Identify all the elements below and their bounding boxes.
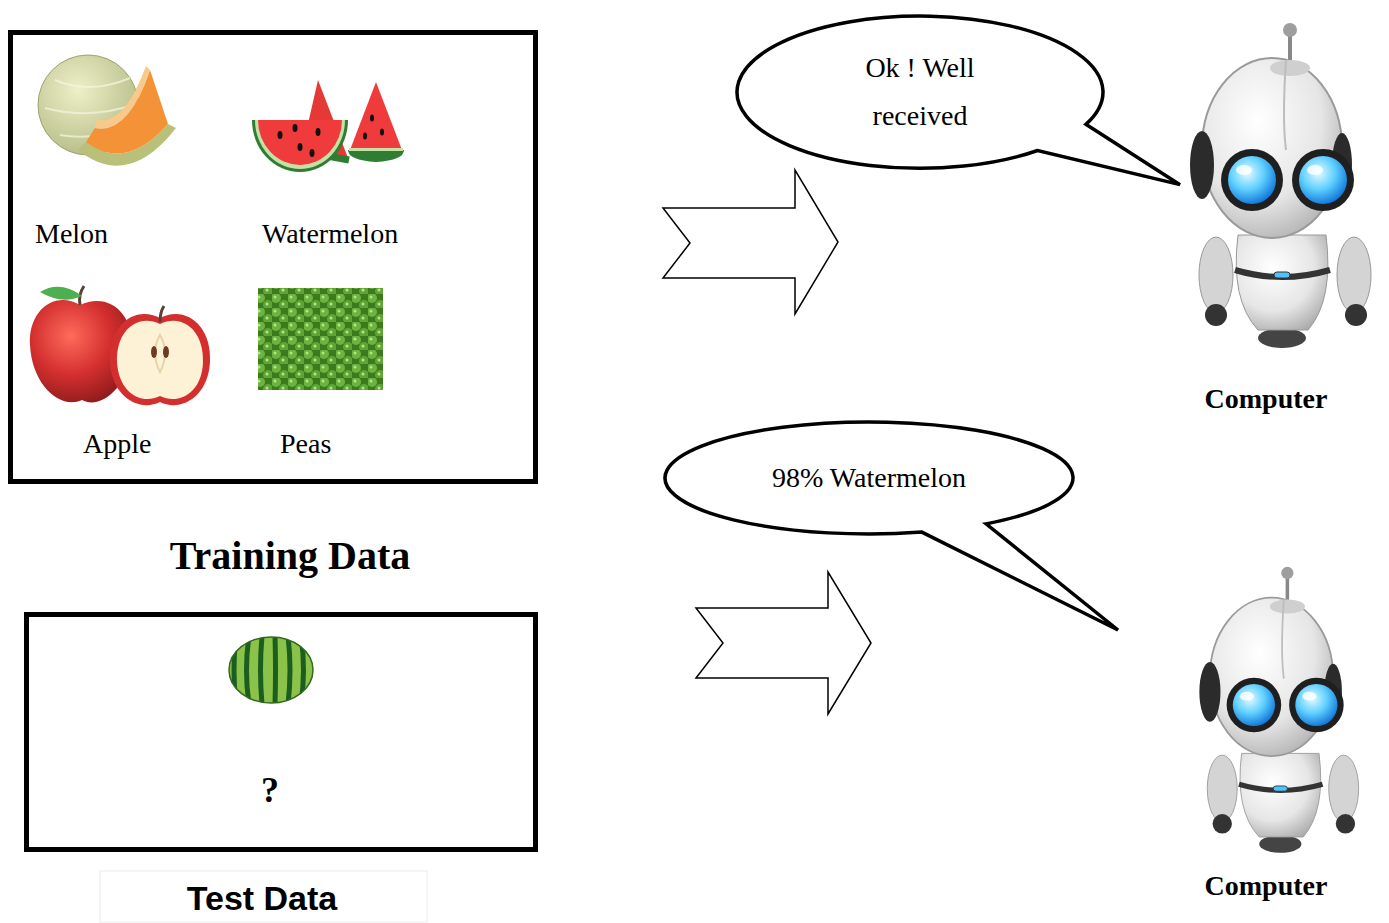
box-heading: Test Data [187, 879, 338, 918]
training-data-box: MelonWatermelonApplePeasTraining Data [8, 30, 538, 484]
test-data-box: ?Test Data [24, 612, 538, 852]
fruit-name: Melon [35, 218, 108, 250]
bubble-shape [665, 422, 1118, 630]
fruit-name: Watermelon [262, 218, 398, 250]
watermelon-picture [252, 80, 404, 172]
fruit-name: Apple [83, 428, 151, 460]
box-heading: Training Data [170, 533, 410, 579]
bubble-content: 98% Watermelon [663, 420, 1075, 536]
unknown-mark: ? [261, 770, 279, 811]
bubble-text: Ok ! Well received [830, 44, 1010, 140]
heading-frame [100, 871, 427, 922]
bubble-text: 98% Watermelon [772, 461, 966, 495]
apple-picture [30, 286, 210, 405]
speech-bubble: Ok ! Well received [735, 14, 1105, 170]
computer-label: Computer [1205, 383, 1328, 415]
fruit-name: Peas [280, 428, 331, 460]
bubble-content: Ok ! Well received [735, 14, 1105, 170]
speech-bubble: 98% Watermelon [663, 420, 1075, 536]
peas-picture [258, 288, 383, 390]
block-arrow [663, 170, 838, 314]
melon-picture [38, 55, 176, 166]
robot-figure [1190, 23, 1371, 348]
block-arrow [696, 572, 871, 714]
robot-figure [1199, 567, 1358, 853]
bubble-outline [735, 14, 1105, 170]
test-watermelon-picture [229, 636, 313, 704]
bubble-shape [737, 16, 1180, 185]
computer-label: Computer [1205, 870, 1328, 902]
